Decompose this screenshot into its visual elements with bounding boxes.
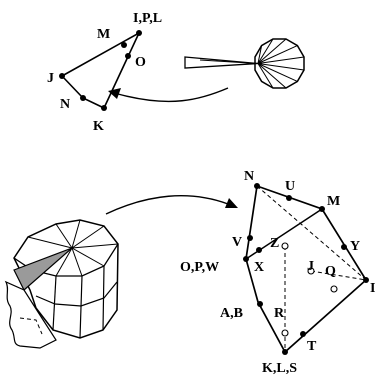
point-j xyxy=(307,267,315,275)
label-v: V xyxy=(232,235,242,250)
label-n: N xyxy=(244,169,254,184)
label-x: X xyxy=(254,260,264,275)
point-z xyxy=(281,242,289,250)
label-z: Z xyxy=(270,236,279,251)
point-x xyxy=(256,247,262,253)
label-o-top: O xyxy=(135,55,146,70)
point-r xyxy=(281,329,289,337)
point-kls xyxy=(282,349,288,355)
dodecagon-spokes xyxy=(257,38,305,89)
point-k-top xyxy=(101,105,107,111)
label-q: Q xyxy=(325,264,336,279)
label-opw: O,P,W xyxy=(180,260,219,275)
prism-flap xyxy=(4,280,57,349)
label-u: U xyxy=(285,179,295,194)
label-ipl-top: I,P,L xyxy=(133,11,162,26)
label-t: T xyxy=(307,339,317,354)
label-k-top: K xyxy=(93,119,104,134)
point-u xyxy=(286,195,292,201)
point-ab xyxy=(257,301,263,307)
point-n xyxy=(254,183,260,189)
hexagon-figure: N U M V Z Y O,P,W X J Q I A,B R T K,L,S xyxy=(180,169,375,376)
label-r: R xyxy=(274,306,285,321)
bottom-arrow xyxy=(105,195,238,215)
label-n-top: N xyxy=(60,97,70,112)
hexagon-dashed-lines xyxy=(256,185,367,352)
point-m xyxy=(319,206,325,212)
label-j: J xyxy=(307,259,314,274)
label-ab: A,B xyxy=(220,306,243,321)
label-i: I xyxy=(370,281,375,296)
point-t xyxy=(300,331,306,337)
label-j-top: J xyxy=(47,71,54,86)
point-o-top xyxy=(125,53,131,59)
prism-cut-shading xyxy=(13,247,73,291)
label-kls: K,L,S xyxy=(262,361,297,376)
point-j-top xyxy=(59,73,65,79)
label-m-top: M xyxy=(97,27,110,42)
top-dodecagon-figure xyxy=(184,38,305,89)
point-i xyxy=(363,277,369,283)
top-quadrilateral-figure: I,P,L M O J N K xyxy=(47,11,162,134)
point-v xyxy=(247,235,253,241)
label-y: Y xyxy=(350,239,360,254)
point-y xyxy=(341,244,347,250)
point-ipl-top xyxy=(136,30,142,36)
point-m-top xyxy=(121,42,127,48)
point-q xyxy=(330,285,338,293)
label-m: M xyxy=(327,194,340,209)
point-opw xyxy=(243,256,249,262)
prism-figure xyxy=(4,219,119,349)
point-n-top xyxy=(80,95,86,101)
top-arrow xyxy=(108,87,229,103)
